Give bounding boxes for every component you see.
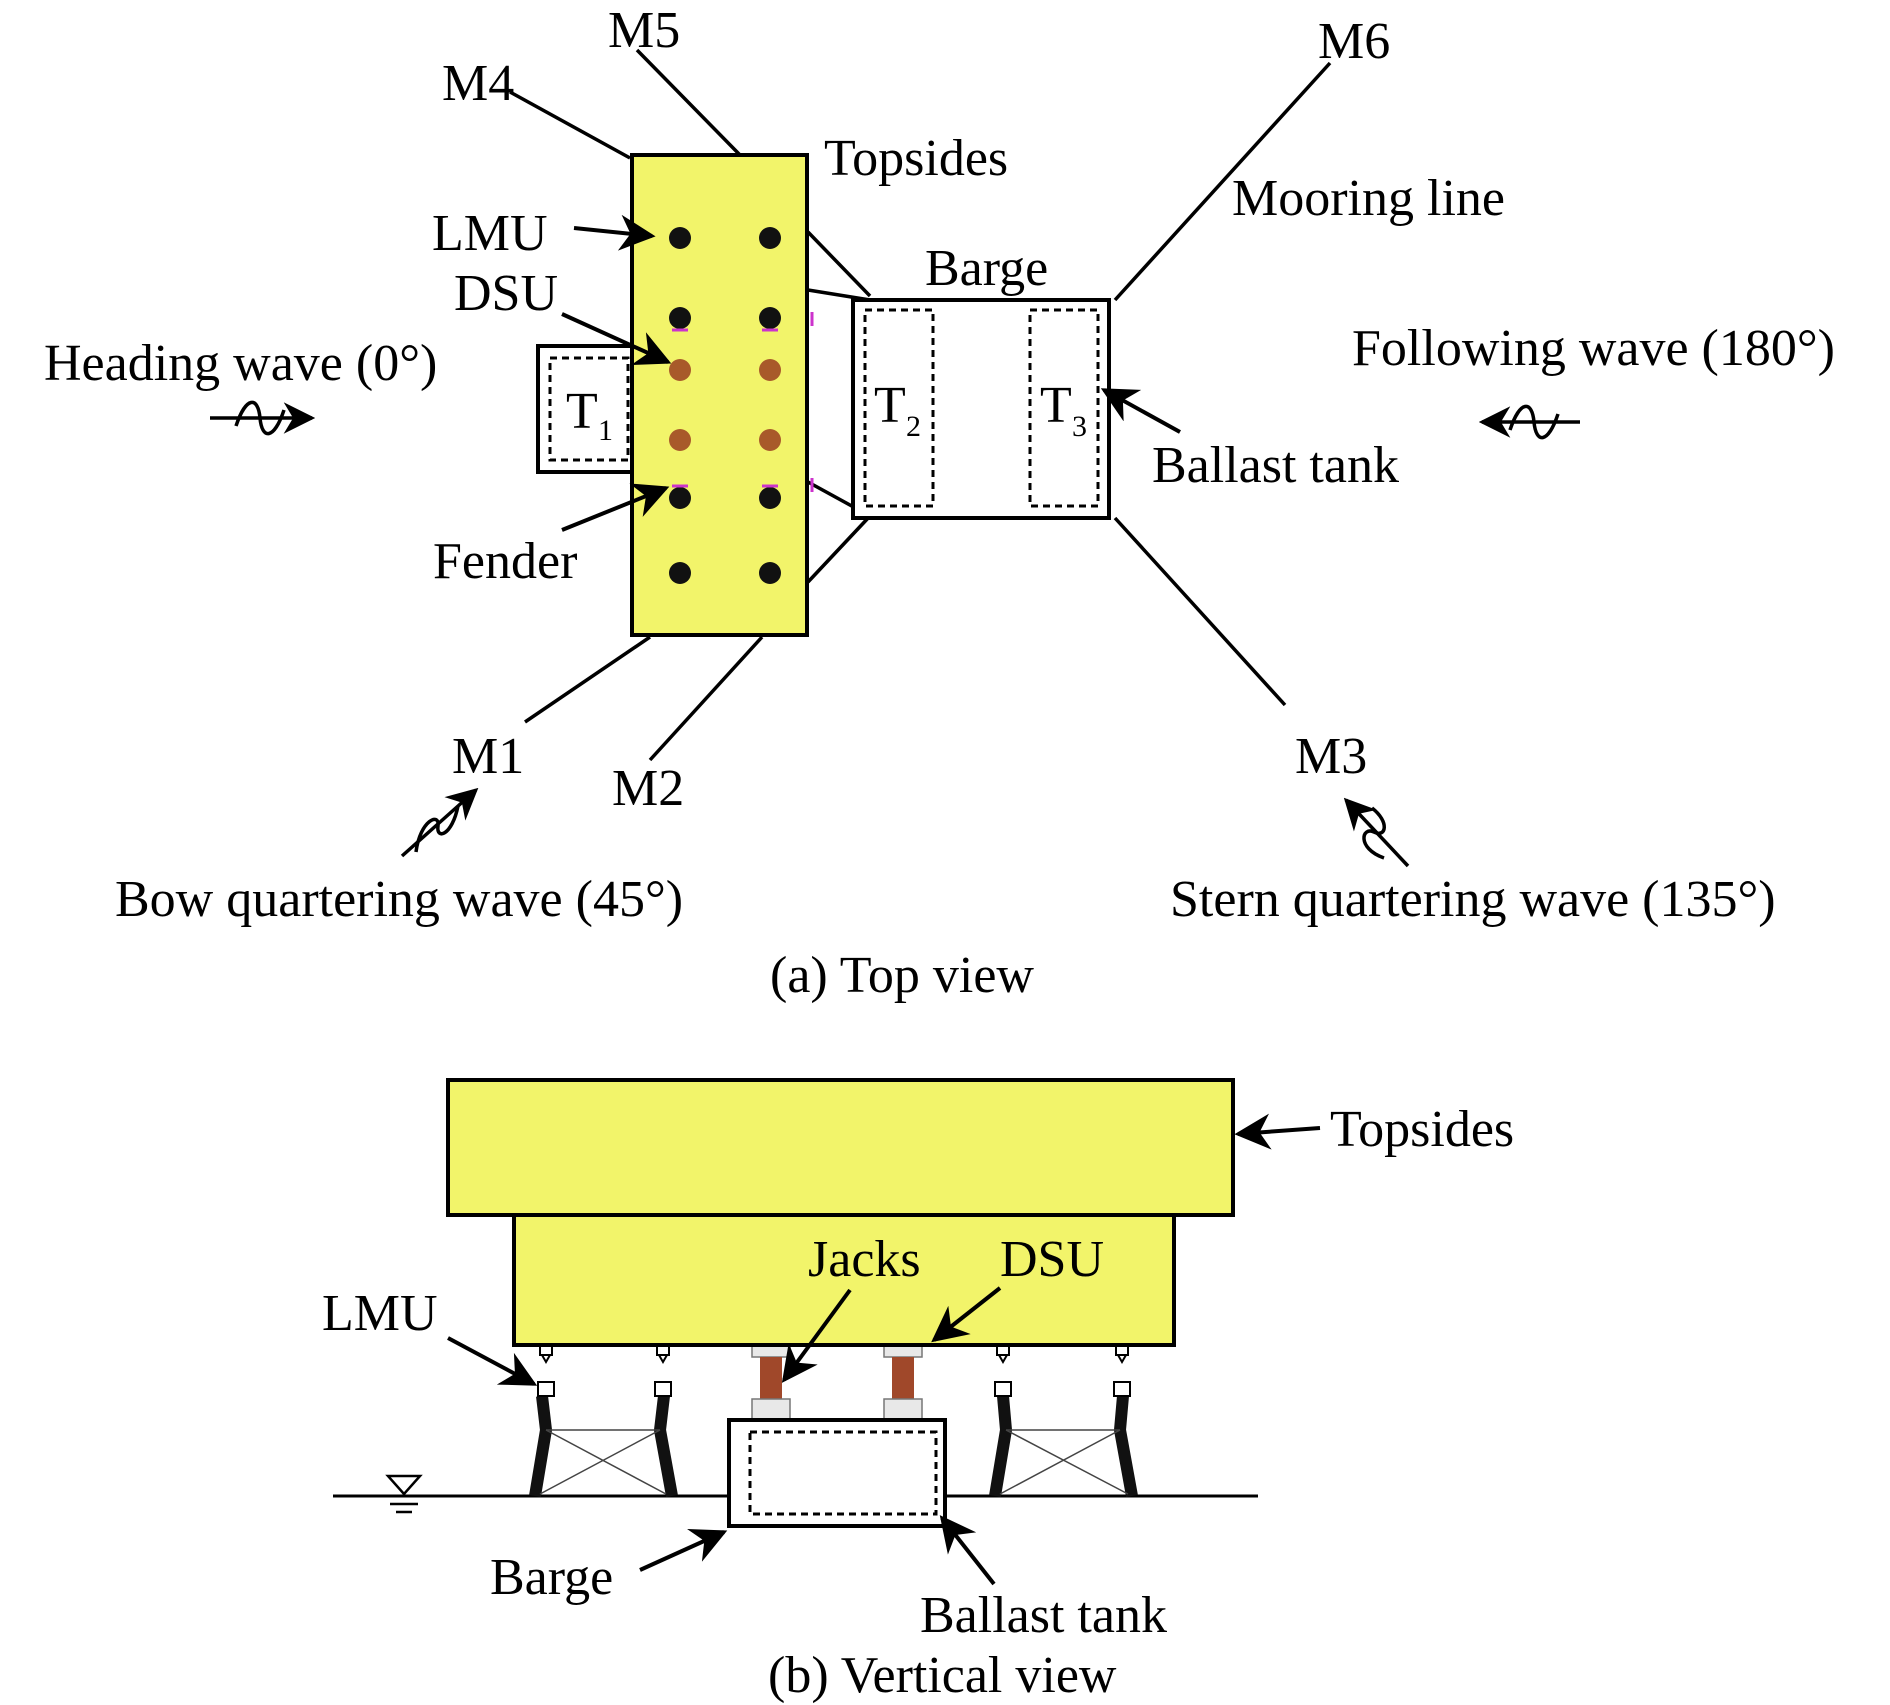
lmu-dot [759, 562, 781, 584]
topsides-lower-deck [512, 1213, 1176, 1347]
lmu-dot [669, 227, 691, 249]
top-view: T 1 [44, 2, 1835, 1004]
mooring-line-m6 [1113, 61, 1332, 302]
fender-arrow [561, 483, 670, 532]
tank-t1-subscript: 1 [598, 414, 613, 447]
jacks-arrow [781, 1288, 852, 1383]
water-level-symbol [385, 1474, 423, 1514]
label-topsides-top: Topsides [824, 130, 1008, 187]
label-bow-quartering-wave: Bow quartering wave (45°) [115, 871, 683, 928]
label-jacks: Jacks [808, 1231, 921, 1288]
label-ballast-tank-top: Ballast tank [1152, 437, 1399, 494]
mooring-line-m3 [1113, 516, 1287, 707]
wave-heading-arrow [210, 400, 316, 436]
label-m6: M6 [1318, 13, 1390, 70]
label-lmu-vertical: LMU [322, 1285, 438, 1342]
support-frame-right [989, 1395, 1138, 1498]
label-m2: M2 [612, 760, 684, 817]
mooring-line-m1 [524, 635, 651, 724]
fender-marks [672, 312, 814, 492]
label-m4: M4 [442, 55, 514, 112]
dsu-arrow [561, 312, 672, 366]
dsu-dot [669, 429, 691, 451]
dsu-dot [669, 359, 691, 381]
label-dsu-top: DSU [454, 265, 558, 322]
wave-following-arrow [1478, 404, 1580, 440]
label-topsides-vertical: Topsides [1330, 1101, 1514, 1158]
label-mooring-line: Mooring line [1232, 170, 1505, 227]
jack-right [883, 1344, 923, 1420]
jack-left [751, 1344, 791, 1420]
mooring-line-m2 [648, 635, 764, 762]
lmu-arrow [573, 214, 656, 251]
tank-t2-label: T [874, 377, 906, 434]
label-barge-vertical: Barge [490, 1549, 613, 1606]
lmu-unit [1113, 1344, 1131, 1397]
ballast-tank-arrow [1100, 388, 1181, 434]
lmu-unit [537, 1344, 555, 1397]
dsu-dot [759, 429, 781, 451]
label-barge-top: Barge [925, 240, 1048, 297]
lmu-dot [759, 227, 781, 249]
mooring-lines [509, 48, 1332, 762]
lmu-dot [759, 487, 781, 509]
label-m3: M3 [1295, 728, 1367, 785]
caption-top-view: (a) Top view [770, 947, 1034, 1004]
label-fender: Fender [433, 533, 577, 590]
lmu-unit [994, 1344, 1012, 1397]
caption-vertical-view: (b) Vertical view [768, 1647, 1117, 1704]
ballast-tank-vertical [748, 1430, 938, 1516]
label-following-wave: Following wave (180°) [1352, 320, 1835, 377]
lmu-unit [654, 1344, 672, 1397]
tank-t3-subscript: 3 [1072, 410, 1087, 443]
label-stern-quartering-wave: Stern quartering wave (135°) [1170, 871, 1776, 928]
lmu-dot [759, 307, 781, 329]
label-ballast-tank-vertical: Ballast tank [920, 1587, 1167, 1644]
support-frame-left [529, 1395, 678, 1498]
tank-t1-label: T [566, 383, 598, 440]
barge-top-view [851, 298, 1111, 520]
label-lmu-top: LMU [432, 205, 548, 262]
lmu-units [537, 1344, 1131, 1397]
topsides-top-view [630, 153, 809, 637]
tank-t3-label: T [1040, 377, 1072, 434]
barge-arrow [639, 1528, 728, 1572]
lmu-dot [669, 487, 691, 509]
mooring-line-m4 [509, 90, 631, 160]
label-dsu-vertical: DSU [1000, 1231, 1104, 1288]
topsides-arrow [1234, 1113, 1321, 1150]
label-arrows-top [561, 214, 1181, 532]
wave-stern-quartering-arrow [1343, 797, 1410, 868]
label-m5: M5 [608, 2, 680, 59]
lmu-dot [669, 307, 691, 329]
lmu-dot [669, 562, 691, 584]
barge-vertical-view [727, 1418, 947, 1528]
lmu-arrow-vertical [447, 1336, 538, 1386]
topsides-upper-deck [446, 1078, 1235, 1217]
dsu-dot [759, 359, 781, 381]
support-dots [669, 227, 781, 584]
label-heading-wave: Heading wave (0°) [44, 335, 437, 392]
ballast-tank-arrow-vertical [939, 1515, 996, 1586]
label-arrows-vertical [447, 1113, 1321, 1586]
label-m1: M1 [452, 728, 524, 785]
dsu-arrow-vertical [931, 1286, 1002, 1343]
ballast-tank-t1 [548, 356, 630, 462]
tank-t2-subscript: 2 [906, 410, 921, 443]
vertical-view: Topsides Jacks DSU LMU Barge Ballast tan… [322, 1078, 1514, 1704]
mooring-line-m5 [635, 48, 742, 157]
wave-bow-quartering-arrow [400, 787, 479, 858]
